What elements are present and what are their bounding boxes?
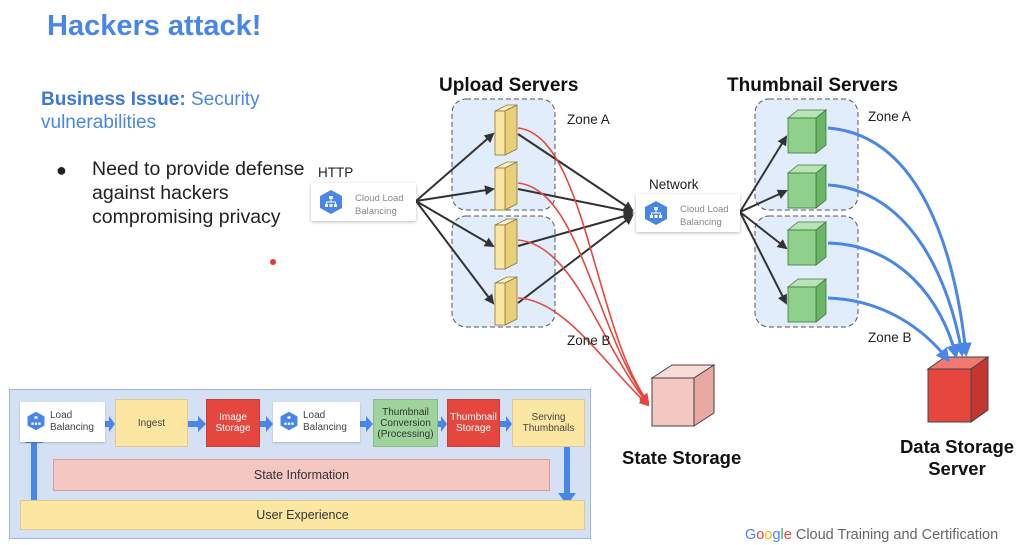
flow-thumbnail-conversion-line-1: Thumbnail [382, 406, 429, 418]
http-lb-text: Cloud Load Balancing [355, 192, 404, 218]
process-flow-diagram: Load Balancing Ingest Image Storage Load… [9, 389, 591, 539]
google-logo-e: e [783, 527, 792, 543]
flow-lb-1-text: Load Balancing [50, 410, 94, 434]
http-load-balancer: Cloud Load Balancing [311, 183, 416, 221]
flow-thumbnail-storage-label: Thumbnail Storage [450, 412, 497, 434]
upload-server-1 [494, 104, 518, 156]
upload-server-3 [494, 218, 518, 270]
cloud-load-balancing-icon [320, 190, 342, 214]
network-to-thumbnail-arrows [739, 135, 788, 305]
thumbnail-zone-a-label: Zone A [868, 109, 911, 124]
thumbnail-server-4 [786, 278, 828, 323]
state-storage-cube [650, 364, 716, 427]
upload-server-4 [494, 276, 518, 326]
data-storage-cube [926, 356, 990, 423]
flow-image-storage: Image Storage [206, 399, 260, 447]
google-logo-o2: o [764, 527, 773, 543]
upload-zone-b-label: Zone B [567, 333, 611, 348]
flow-ingest-label: Ingest [137, 417, 166, 429]
data-storage-server-label: Data Storage Server [898, 436, 1016, 480]
google-logo-l: l [780, 527, 784, 543]
data-storage-line-1: Data Storage [899, 436, 1015, 457]
flow-thumbnail-conversion-label: Thumbnail Conversion (Processing) [377, 407, 433, 440]
flow-thumbnail-storage-line-2: Storage [455, 423, 491, 434]
flow-image-storage-line-1: Image [219, 412, 247, 423]
thumbnail-server-3 [786, 221, 828, 266]
flow-lb-1-line-1: Load [50, 410, 73, 421]
business-issue: Business Issue: Security vulnerabilities [41, 88, 301, 134]
thumbnail-zone-b-label: Zone B [868, 330, 912, 345]
thumbnail-server-2 [786, 164, 828, 209]
data-storage-line-2: Server [928, 458, 986, 479]
flow-state-information-label: State Information [253, 467, 350, 482]
flow-state-information: State Information [53, 459, 550, 491]
thumbnail-zone-a-group [754, 98, 859, 211]
cloud-load-balancing-icon [27, 411, 45, 431]
network-lb-line-2: Balancing [680, 217, 722, 228]
upload-zone-a-label: Zone A [567, 112, 610, 127]
thumbnail-server-1 [786, 109, 828, 154]
flow-thumbnail-conversion-line-3: (Processing) [377, 428, 434, 440]
google-cloud-footer: Google Cloud Training and Certification [745, 527, 998, 543]
flow-serving-thumbnails-label: Serving Thumbnails [523, 412, 575, 434]
flow-lb-2-text: Load Balancing [303, 410, 347, 434]
laser-pointer-dot [270, 259, 276, 265]
cloud-load-balancing-icon [280, 411, 298, 431]
cloud-load-balancing-icon [645, 201, 667, 225]
upload-to-state-storage-arrows [517, 127, 650, 407]
footer-text: Cloud Training and Certification [791, 527, 999, 543]
bullet-text: Need to provide defense against hackers … [92, 158, 305, 228]
flow-serving-thumbnails: Serving Thumbnails [512, 399, 585, 447]
google-logo-g2: g [772, 527, 781, 543]
network-label: Network [649, 177, 699, 192]
flow-thumbnail-storage: Thumbnail Storage [447, 399, 500, 447]
http-lb-line-2: Balancing [355, 206, 397, 217]
bullet-marker: ● [56, 160, 67, 180]
network-load-balancer: Cloud Load Balancing [636, 194, 740, 232]
flow-load-balancing-1: Load Balancing [20, 402, 105, 442]
flow-serving-thumbnails-line-1: Serving [531, 412, 566, 423]
flow-lb-2-line-2: Balancing [303, 422, 347, 433]
state-storage-label: State Storage [622, 447, 742, 468]
http-to-upload-arrows [415, 132, 495, 305]
upload-servers-label: Upload Servers [439, 75, 579, 96]
google-logo-g1: G [745, 527, 757, 543]
flow-thumbnail-storage-line-1: Thumbnail [450, 412, 497, 423]
network-lb-line-1: Cloud Load [680, 204, 729, 215]
slide-title: Hackers attack! [47, 10, 262, 42]
flow-user-experience: User Experience [20, 500, 585, 530]
upload-server-2 [494, 161, 518, 211]
http-label: HTTP [318, 165, 354, 180]
network-lb-text: Cloud Load Balancing [680, 203, 729, 229]
flow-image-storage-label: Image Storage [215, 412, 250, 434]
flow-user-experience-label: User Experience [256, 507, 349, 522]
flow-lb-2-line-1: Load [303, 410, 326, 421]
thumbnail-servers-label: Thumbnail Servers [727, 75, 899, 96]
business-issue-label: Business Issue: [41, 89, 186, 110]
flow-load-balancing-2: Load Balancing [273, 402, 360, 442]
flow-serving-thumbnails-line-2: Thumbnails [522, 423, 575, 434]
flow-image-storage-line-2: Storage [215, 423, 251, 434]
google-logo-o1: o [756, 527, 765, 543]
http-lb-line-1: Cloud Load [355, 193, 404, 204]
thumbnail-to-data-storage-arrows [827, 126, 972, 363]
flow-thumbnail-conversion-line-2: Conversion [380, 417, 431, 429]
flow-lb-1-line-2: Balancing [50, 422, 94, 433]
business-issue-text: Security vulnerabilities [41, 89, 260, 133]
flow-ingest: Ingest [115, 399, 188, 447]
flow-thumbnail-conversion: Thumbnail Conversion (Processing) [373, 399, 438, 447]
